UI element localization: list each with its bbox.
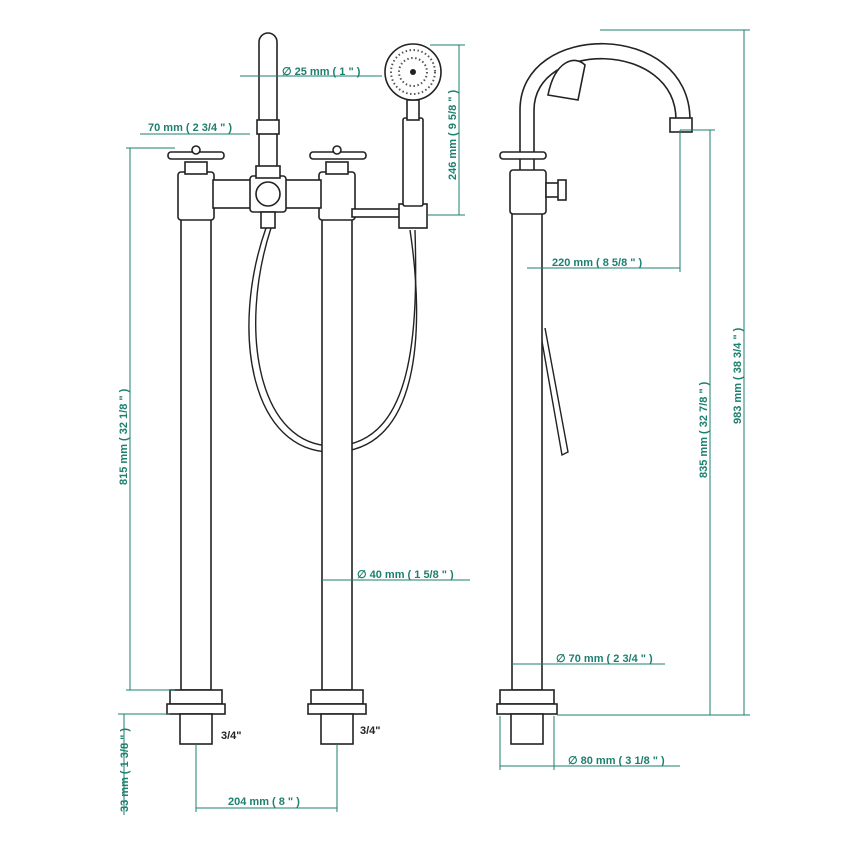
center-distance-label: 204 mm ( 8 " ) [228,796,300,808]
connection-left-label: 3/4" [221,730,242,742]
connector-height-label: 33 mm ( 1 3/8 " ) [119,728,131,812]
left-pipe [180,214,212,691]
side-view [496,42,693,745]
connection-right-label: 3/4" [360,725,381,737]
pipe-height-label: 815 mm ( 32 1/8 " ) [118,388,130,485]
spout-diameter-label: ∅ 25 mm ( 1 " ) [282,66,361,78]
total-height-label: 983 mm ( 38 3/4 " ) [732,327,744,424]
right-base [310,689,364,705]
spout [258,32,278,177]
handle-width-label: 70 mm ( 2 3/4 " ) [148,122,232,134]
front-view [166,32,442,745]
shower-bar [351,208,401,218]
shower-handle [402,117,424,207]
dimensions: ∅ 25 mm ( 1 " ) 70 mm ( 2 3/4 " ) 246 mm… [118,29,750,815]
left-base [169,689,223,705]
spout-reach-label: 220 mm ( 8 5/8 " ) [552,257,643,269]
side-shower-head [547,59,586,101]
right-pipe [321,214,353,691]
shower-height-label: 246 mm ( 9 5/8 " ) [447,89,459,180]
spout-outlet-height-label: 835 mm ( 32 7/8 " ) [698,381,710,478]
base-diameter-bottom-label: ∅ 80 mm ( 3 1/8 " ) [568,755,665,767]
side-pipe [511,209,543,691]
side-hose [539,327,569,457]
base-diameter-top-label: ∅ 70 mm ( 2 3/4 " ) [556,653,653,665]
pipe-diameter-label: ∅ 40 mm ( 1 5/8 " ) [357,569,454,581]
